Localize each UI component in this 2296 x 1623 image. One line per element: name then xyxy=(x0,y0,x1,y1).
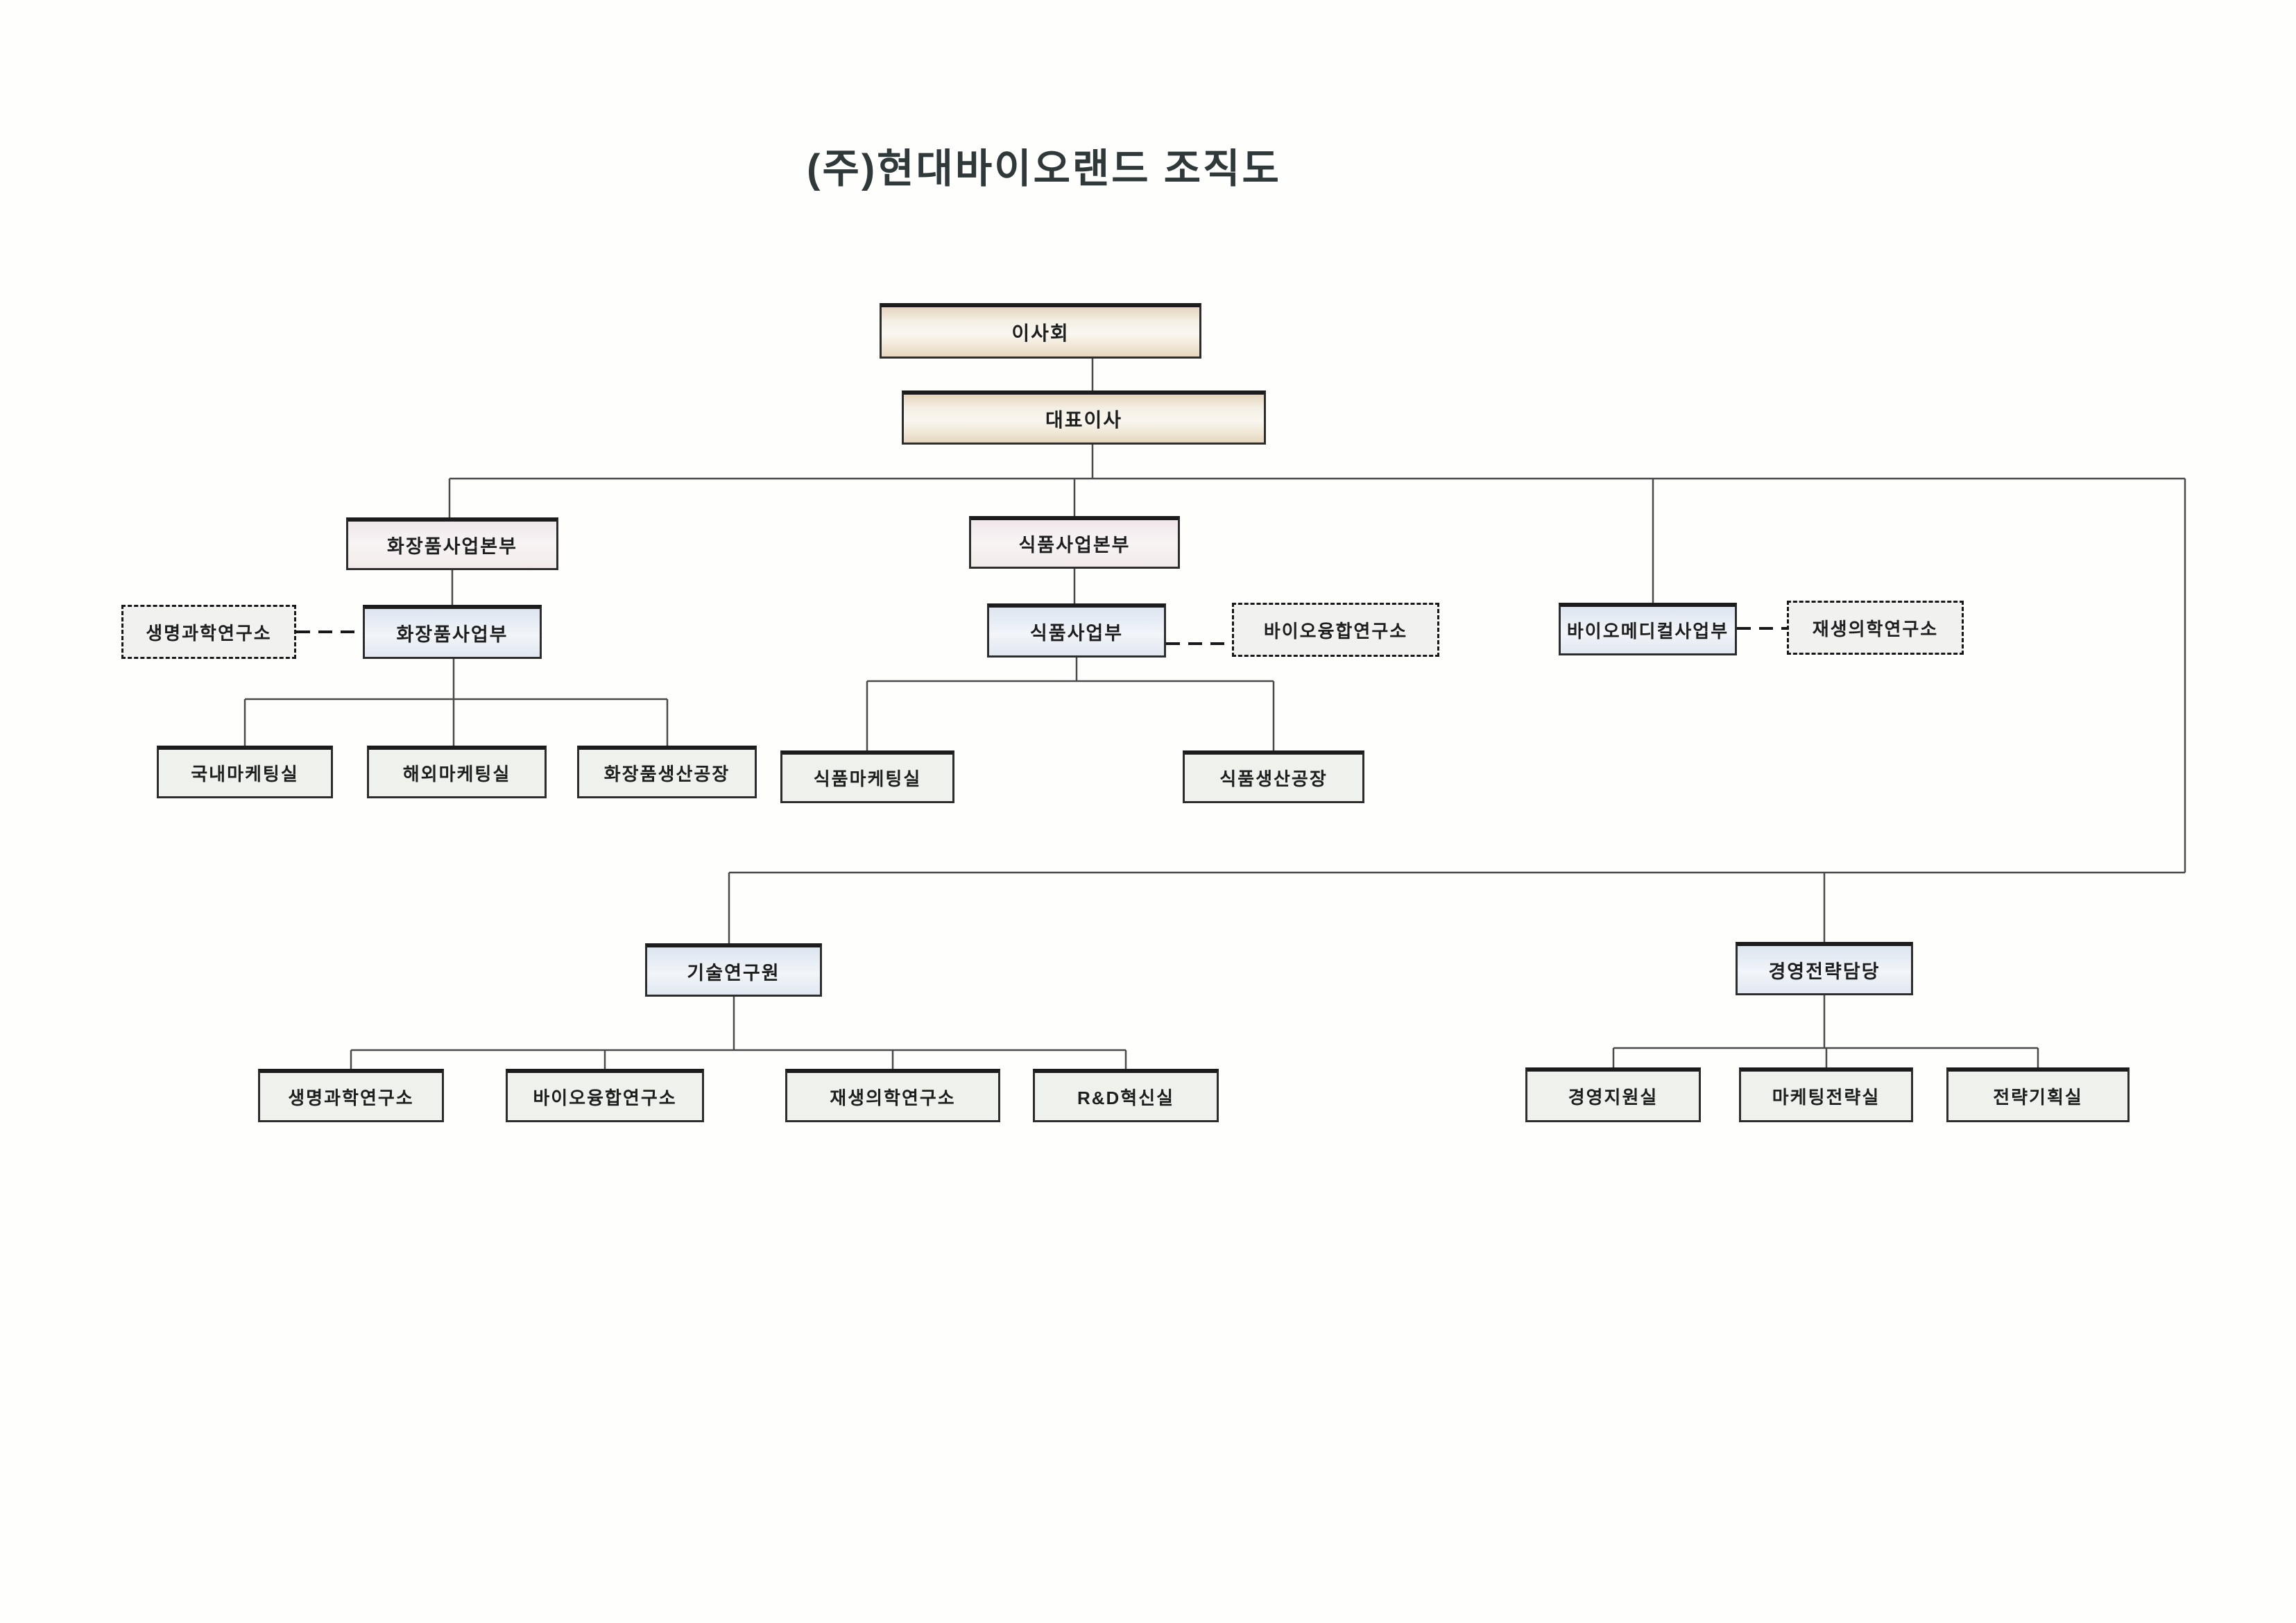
node-overseas-marketing-label: 해외마케팅실 xyxy=(402,764,511,784)
node-food-plant: 식품생산공장 xyxy=(1183,750,1364,803)
node-tech-bio-convergence-lab: 바이오융합연구소 xyxy=(506,1069,704,1122)
node-food-plant-label: 식품생산공장 xyxy=(1219,768,1328,789)
node-regen-med-lab: 재생의학연구소 xyxy=(1787,601,1964,655)
node-rnd-innovation-office-label: R&D혁신실 xyxy=(1077,1087,1175,1108)
node-cosmetics-hq: 화장품사업본부 xyxy=(346,517,558,570)
node-cosmetics-plant-label: 화장품생산공장 xyxy=(603,764,730,784)
node-bio-convergence-lab-label: 바이오융합연구소 xyxy=(1263,620,1408,642)
node-mgmt-support-office-label: 경영지원실 xyxy=(1568,1086,1659,1108)
node-domestic-marketing: 국내마케팅실 xyxy=(157,746,333,798)
node-bio-convergence-lab: 바이오융합연구소 xyxy=(1232,603,1439,657)
node-mgmt-support-office: 경영지원실 xyxy=(1525,1067,1701,1122)
node-regen-med-lab-label: 재생의학연구소 xyxy=(1812,618,1939,639)
node-tech-regen-med-lab: 재생의학연구소 xyxy=(785,1069,1000,1122)
node-cosmetics-hq-label: 화장품사업본부 xyxy=(387,536,517,557)
node-overseas-marketing: 해외마케팅실 xyxy=(367,746,547,798)
node-cosmetics-plant: 화장품생산공장 xyxy=(577,746,757,798)
node-domestic-marketing-label: 국내마케팅실 xyxy=(191,764,299,784)
node-ceo-label: 대표이사 xyxy=(1045,409,1123,431)
node-strategy-office: 경영전략담당 xyxy=(1736,942,1913,995)
node-board-label: 이사회 xyxy=(1011,322,1070,344)
node-food-division-label: 식품사업부 xyxy=(1029,623,1124,644)
node-ceo: 대표이사 xyxy=(902,390,1266,445)
node-biomedical-division-label: 바이오메디컬사업부 xyxy=(1566,621,1729,642)
node-food-marketing: 식품마케팅실 xyxy=(780,750,954,803)
node-rnd-innovation-office: R&D혁신실 xyxy=(1033,1069,1219,1122)
node-food-hq-label: 식품사업본부 xyxy=(1018,535,1131,556)
node-strategy-planning-office-label: 전략기획실 xyxy=(1993,1086,2083,1108)
node-biomedical-division: 바이오메디컬사업부 xyxy=(1559,603,1737,655)
node-life-science-lab: 생명과학연구소 xyxy=(121,605,296,659)
node-tech-life-science-lab: 생명과학연구소 xyxy=(258,1069,444,1122)
node-tech-bio-convergence-lab-label: 바이오융합연구소 xyxy=(533,1087,677,1108)
node-strategy-planning-office: 전략기획실 xyxy=(1946,1067,2130,1122)
node-tech-institute: 기술연구원 xyxy=(645,943,822,997)
node-tech-life-science-lab-label: 생명과학연구소 xyxy=(288,1087,414,1108)
page-title: (주)현대바이오랜드 조직도 xyxy=(807,146,1281,191)
node-food-division: 식품사업부 xyxy=(987,603,1166,658)
node-strategy-office-label: 경영전략담당 xyxy=(1768,961,1881,982)
node-life-science-lab-label: 생명과학연구소 xyxy=(146,622,272,644)
node-board: 이사회 xyxy=(880,303,1201,359)
node-cosmetics-division: 화장품사업부 xyxy=(363,605,542,659)
node-food-hq: 식품사업본부 xyxy=(969,516,1180,569)
node-marketing-strategy-office: 마케팅전략실 xyxy=(1739,1067,1913,1122)
node-marketing-strategy-office-label: 마케팅전략실 xyxy=(1772,1086,1881,1108)
node-cosmetics-division-label: 화장품사업부 xyxy=(396,624,508,645)
node-food-marketing-label: 식품마케팅실 xyxy=(813,768,922,789)
node-tech-institute-label: 기술연구원 xyxy=(687,962,780,984)
node-tech-regen-med-lab-label: 재생의학연구소 xyxy=(830,1087,956,1108)
